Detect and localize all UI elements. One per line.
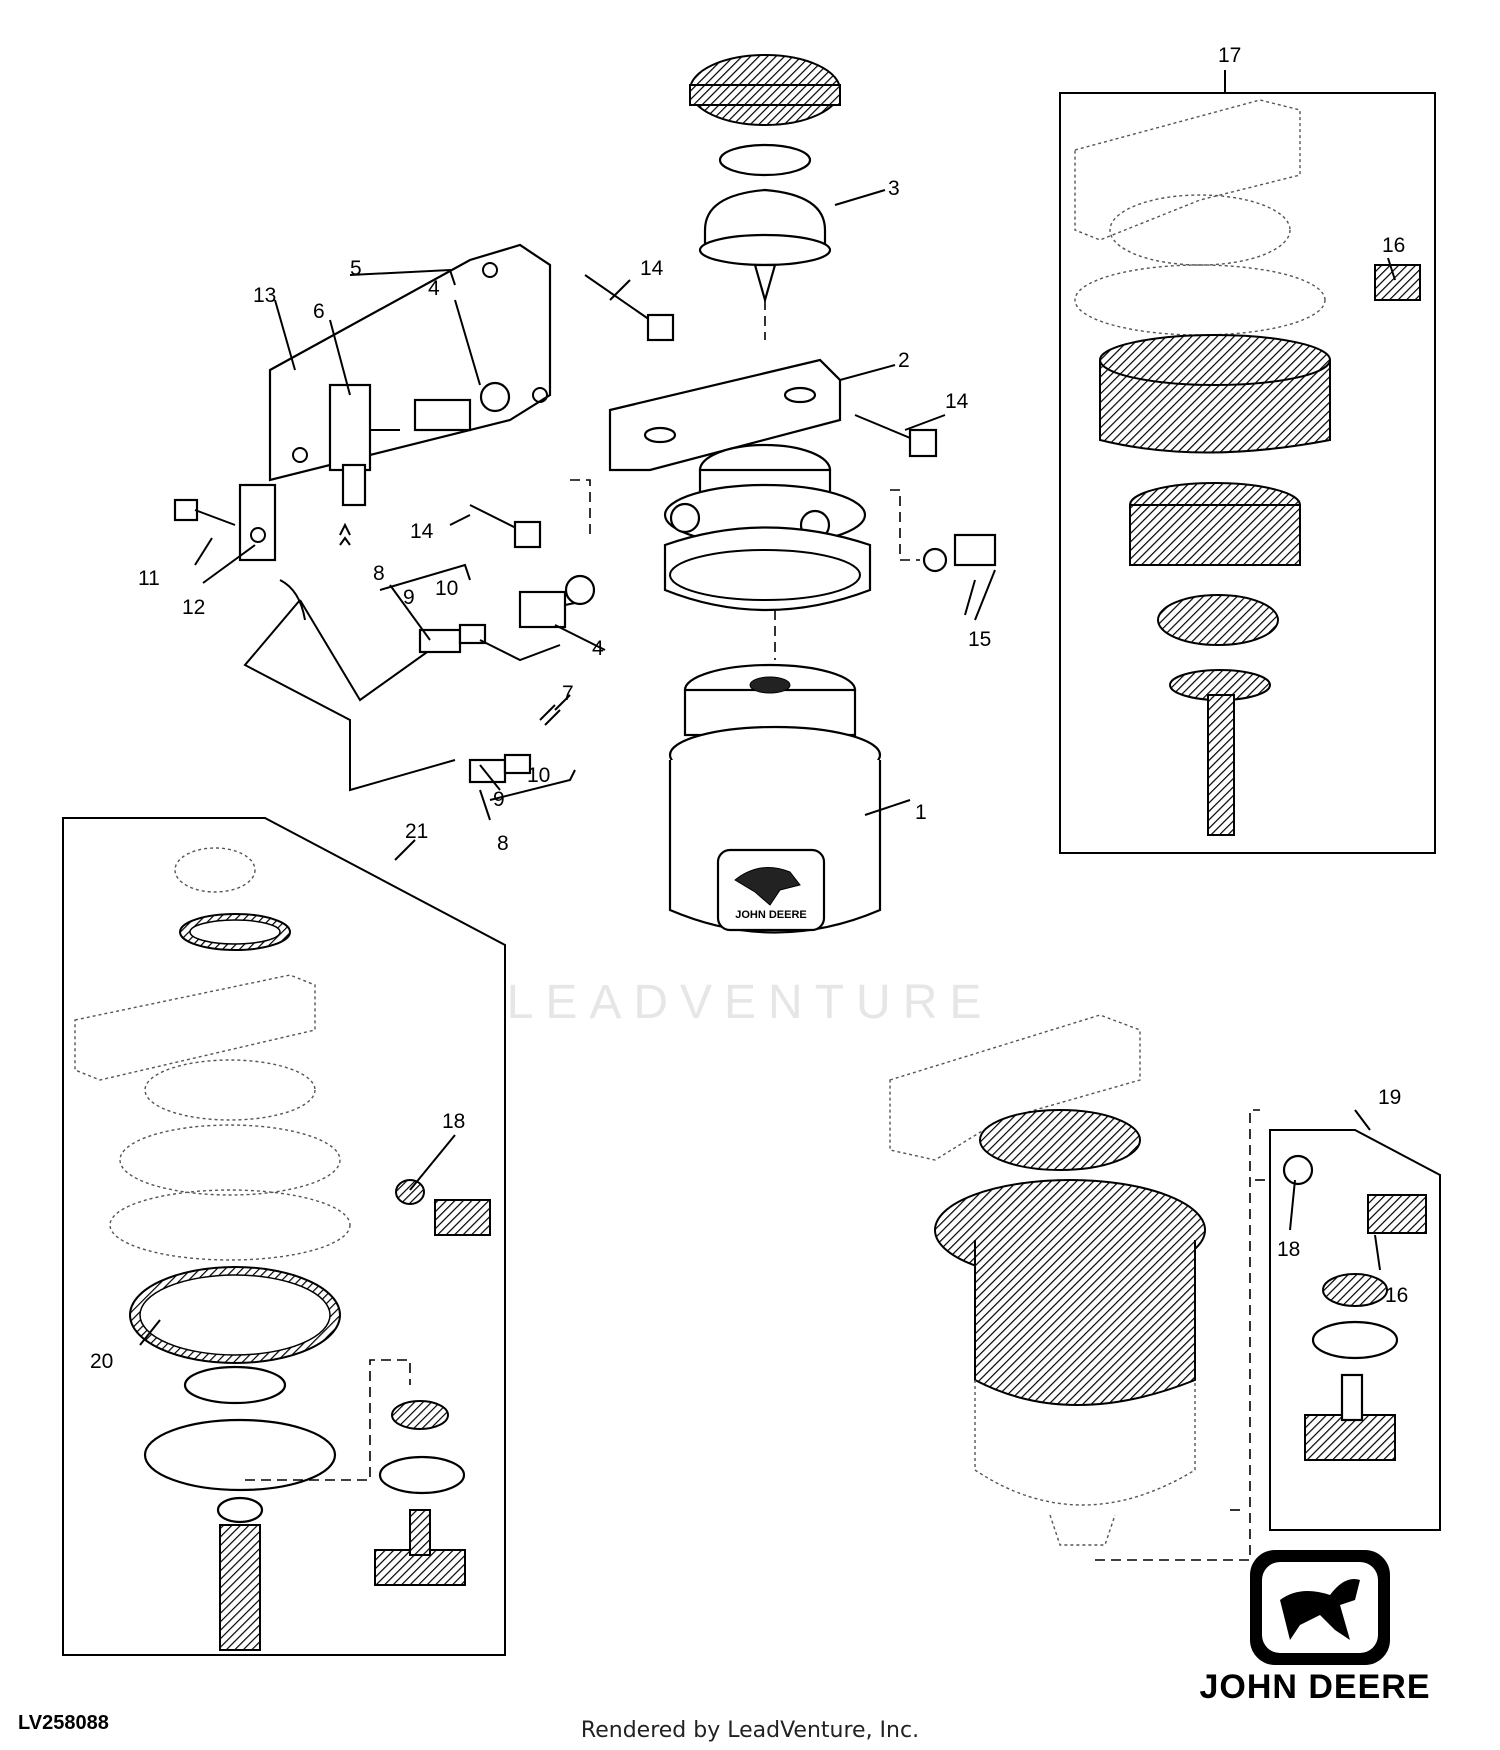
john-deere-logo (1250, 1550, 1390, 1665)
watermark: LEADVENTURE (506, 976, 994, 1029)
fuel-line-assembly (243, 574, 596, 792)
callout-16-lower: 16 (1385, 1284, 1408, 1307)
callout-17: 17 (1218, 44, 1241, 67)
filter-label-text: JOHN DEERE (735, 909, 807, 921)
callout-21: 21 (405, 820, 428, 843)
leader-lines (139, 70, 1396, 1346)
callout-6: 6 (313, 300, 325, 323)
callout-labels: 1 2 3 4 4 5 6 7 8 8 9 9 10 10 11 12 13 1… (90, 44, 1408, 1373)
bolt-14-upper (584, 274, 675, 342)
brand-wordmark: JOHN DEERE (1199, 1668, 1431, 1706)
callout-10-lower: 10 (527, 764, 550, 787)
callout-4-lower: 4 (592, 637, 604, 660)
callout-1: 1 (915, 801, 927, 824)
fitting-15 (922, 533, 997, 573)
render-credit: Rendered by LeadVenture, Inc. (580, 1718, 920, 1743)
callout-8-lower: 8 (497, 832, 509, 855)
callout-19: 19 (1378, 1086, 1401, 1109)
filter-cap-assembly (689, 54, 841, 340)
callout-18-right: 18 (1277, 1238, 1300, 1261)
deer-logo-icon (734, 867, 801, 906)
callout-15: 15 (968, 628, 991, 651)
callout-2: 2 (898, 349, 910, 372)
sediment-bowl-assembly (889, 1014, 1441, 1561)
callout-20: 20 (90, 1350, 113, 1373)
flow-arrow-icon (339, 522, 351, 546)
callout-7: 7 (562, 682, 574, 705)
inset-17 (1059, 92, 1436, 854)
callout-3: 3 (888, 177, 900, 200)
callout-14-right: 14 (945, 390, 969, 413)
screw-and-clamp (173, 483, 277, 562)
callout-9-lower: 9 (493, 788, 505, 811)
callout-8-upper: 8 (373, 562, 385, 585)
mounting-bracket (268, 243, 552, 546)
inset-21 (62, 817, 506, 1656)
callout-14-upper: 14 (640, 257, 664, 280)
flow-arrow-icon-2 (539, 704, 561, 726)
callout-13: 13 (253, 284, 276, 307)
callout-16-upper: 16 (1382, 234, 1405, 257)
callout-11: 11 (138, 567, 160, 590)
callout-10-upper: 10 (435, 577, 458, 600)
fuel-filter-element: JOHN DEERE (668, 663, 882, 934)
callout-12: 12 (182, 596, 205, 619)
leaping-deer-icon (1280, 1579, 1360, 1640)
bolt-14-lower (469, 504, 542, 549)
callout-9-upper: 9 (403, 586, 415, 609)
callout-4-upper: 4 (428, 277, 440, 300)
figure-id: LV258088 (18, 1712, 109, 1734)
bolt-14-right (854, 414, 938, 458)
callout-5: 5 (350, 257, 362, 280)
callout-18-left: 18 (442, 1110, 465, 1133)
filter-head-assembly (570, 358, 920, 660)
callout-14-lower: 14 (410, 520, 434, 543)
